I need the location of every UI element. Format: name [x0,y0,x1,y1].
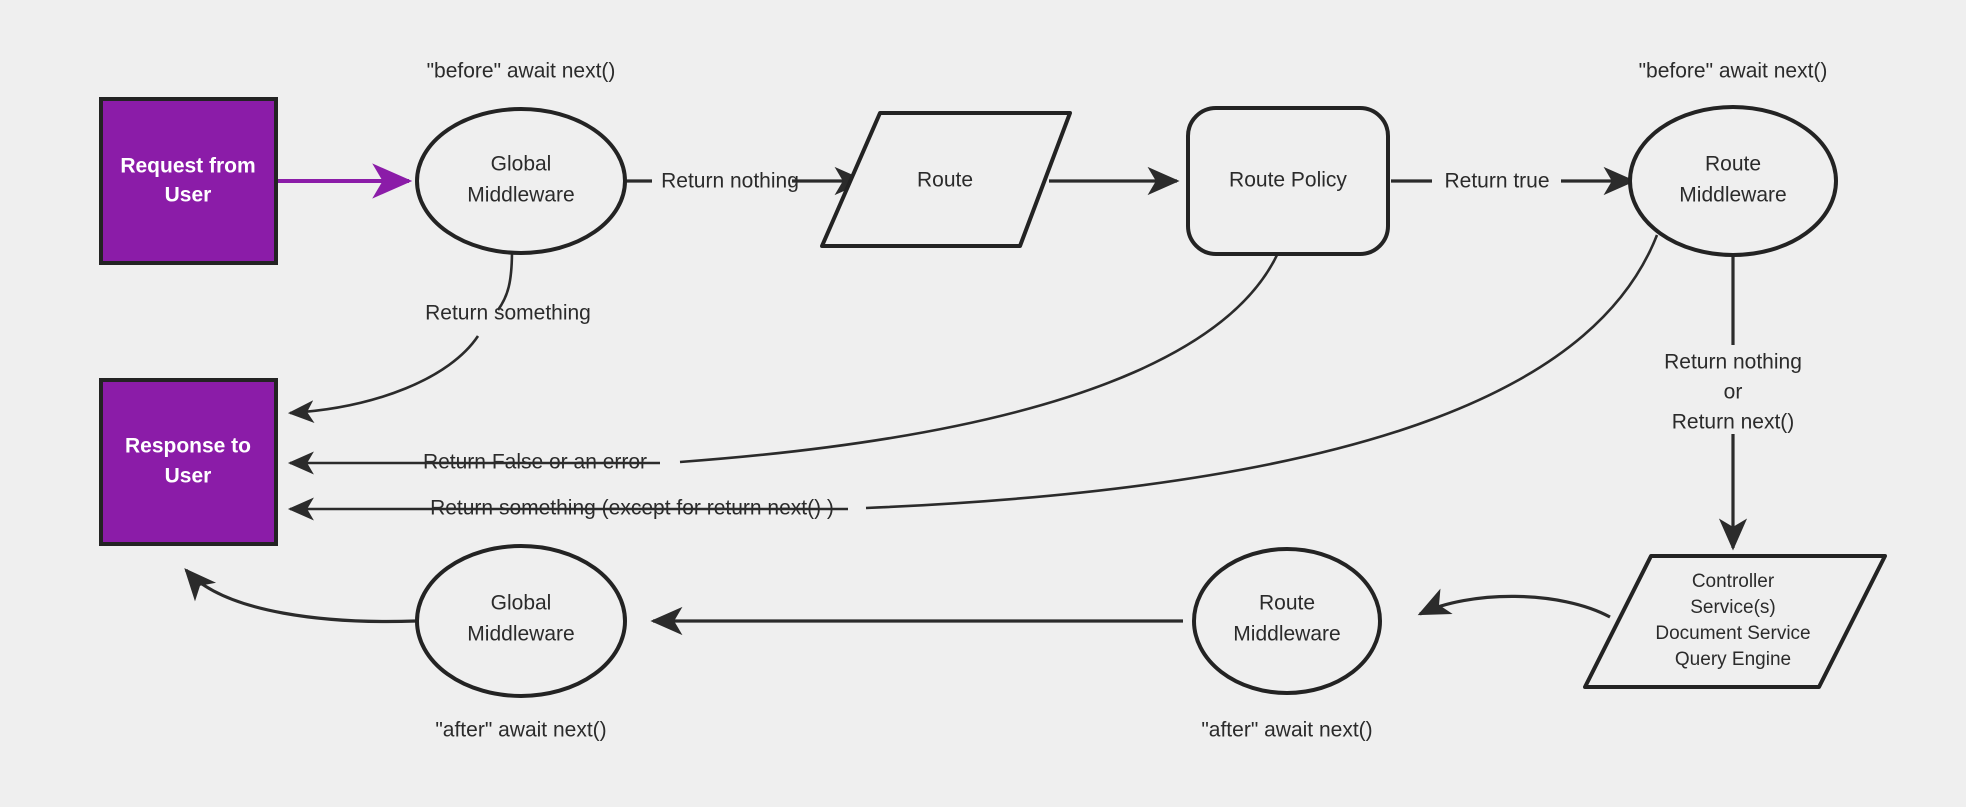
annotation-before-await-next-route: "before" await next() [1639,60,1828,83]
route-middleware-before-ellipse[interactable] [1628,105,1838,257]
controller-stack-label-line2: Service(s) [1690,597,1776,618]
request-from-user-label-line1: Request from [120,155,255,178]
edge-controller-to-route-middleware-after [1417,588,1611,619]
controller-stack-parallelogram[interactable] [1583,554,1887,689]
node-request-from-user[interactable]: Request from User [99,97,278,265]
node-global-middleware-before[interactable]: Global Middleware [415,107,627,255]
global-middleware-after-ellipse[interactable] [415,544,627,698]
route-label: Route [917,169,973,192]
edge-label-route-mw-return-nothing: Return nothing [1664,351,1802,374]
route-middleware-after-label-line2: Middleware [1233,623,1340,646]
node-route-middleware-after[interactable]: Route Middleware [1192,547,1382,695]
controller-stack-label-line1: Controller [1692,571,1775,592]
edge-route-mw-return-something-curve [865,234,1659,510]
edge-label-return-something-except-next: Return something (except for return next… [430,497,834,520]
route-middleware-after-ellipse[interactable] [1192,547,1382,695]
response-to-user-label-line2: User [165,465,212,488]
controller-stack-label-line3: Document Service [1655,623,1810,644]
node-response-to-user[interactable]: Response to User [99,378,278,546]
edge-label-route-mw-return-next: Return next() [1672,411,1795,434]
route-policy-box[interactable] [1186,106,1390,256]
node-route[interactable]: Route [820,111,1072,248]
route-parallelogram[interactable] [820,111,1072,248]
edge-label-return-false-or-error: Return False or an error [423,451,647,474]
request-from-user-label-line2: User [165,184,212,207]
global-middleware-before-label-line2: Middleware [467,184,574,207]
edge-label-return-something: Return something [425,302,591,325]
global-middleware-after-label-line1: Global [491,592,552,615]
annotation-before-await-next-global: "before" await next() [427,60,616,83]
route-middleware-before-label-line2: Middleware [1679,184,1786,207]
node-global-middleware-after[interactable]: Global Middleware [415,544,627,698]
node-controller-stack[interactable]: Controller Service(s) Document Service Q… [1583,554,1887,689]
route-middleware-after-label-line1: Route [1259,592,1315,615]
response-to-user-label-line1: Response to [125,435,251,458]
route-middleware-before-label-line1: Route [1705,153,1761,176]
request-from-user-box[interactable] [99,97,278,265]
controller-stack-label-line4: Query Engine [1675,649,1791,670]
response-to-user-box[interactable] [99,378,278,546]
annotation-after-await-next-route: "after" await next() [1201,719,1372,742]
edge-global-mw-after-to-response [184,568,417,624]
node-route-policy[interactable]: Route Policy [1186,106,1390,256]
node-route-middleware-before[interactable]: Route Middleware [1628,105,1838,257]
edge-label-return-true: Return true [1444,170,1549,193]
global-middleware-after-label-line2: Middleware [467,623,574,646]
route-policy-label: Route Policy [1229,169,1347,192]
annotation-after-await-next-global: "after" await next() [435,719,606,742]
edge-global-return-something-lower [287,335,480,424]
edge-global-return-something-upper [496,249,514,311]
edge-policy-return-false-curve [679,234,1287,464]
edge-label-return-nothing: Return nothing [661,170,799,193]
edge-label-route-mw-or: or [1724,381,1743,404]
global-middleware-before-ellipse[interactable] [415,107,627,255]
global-middleware-before-label-line1: Global [491,153,552,176]
